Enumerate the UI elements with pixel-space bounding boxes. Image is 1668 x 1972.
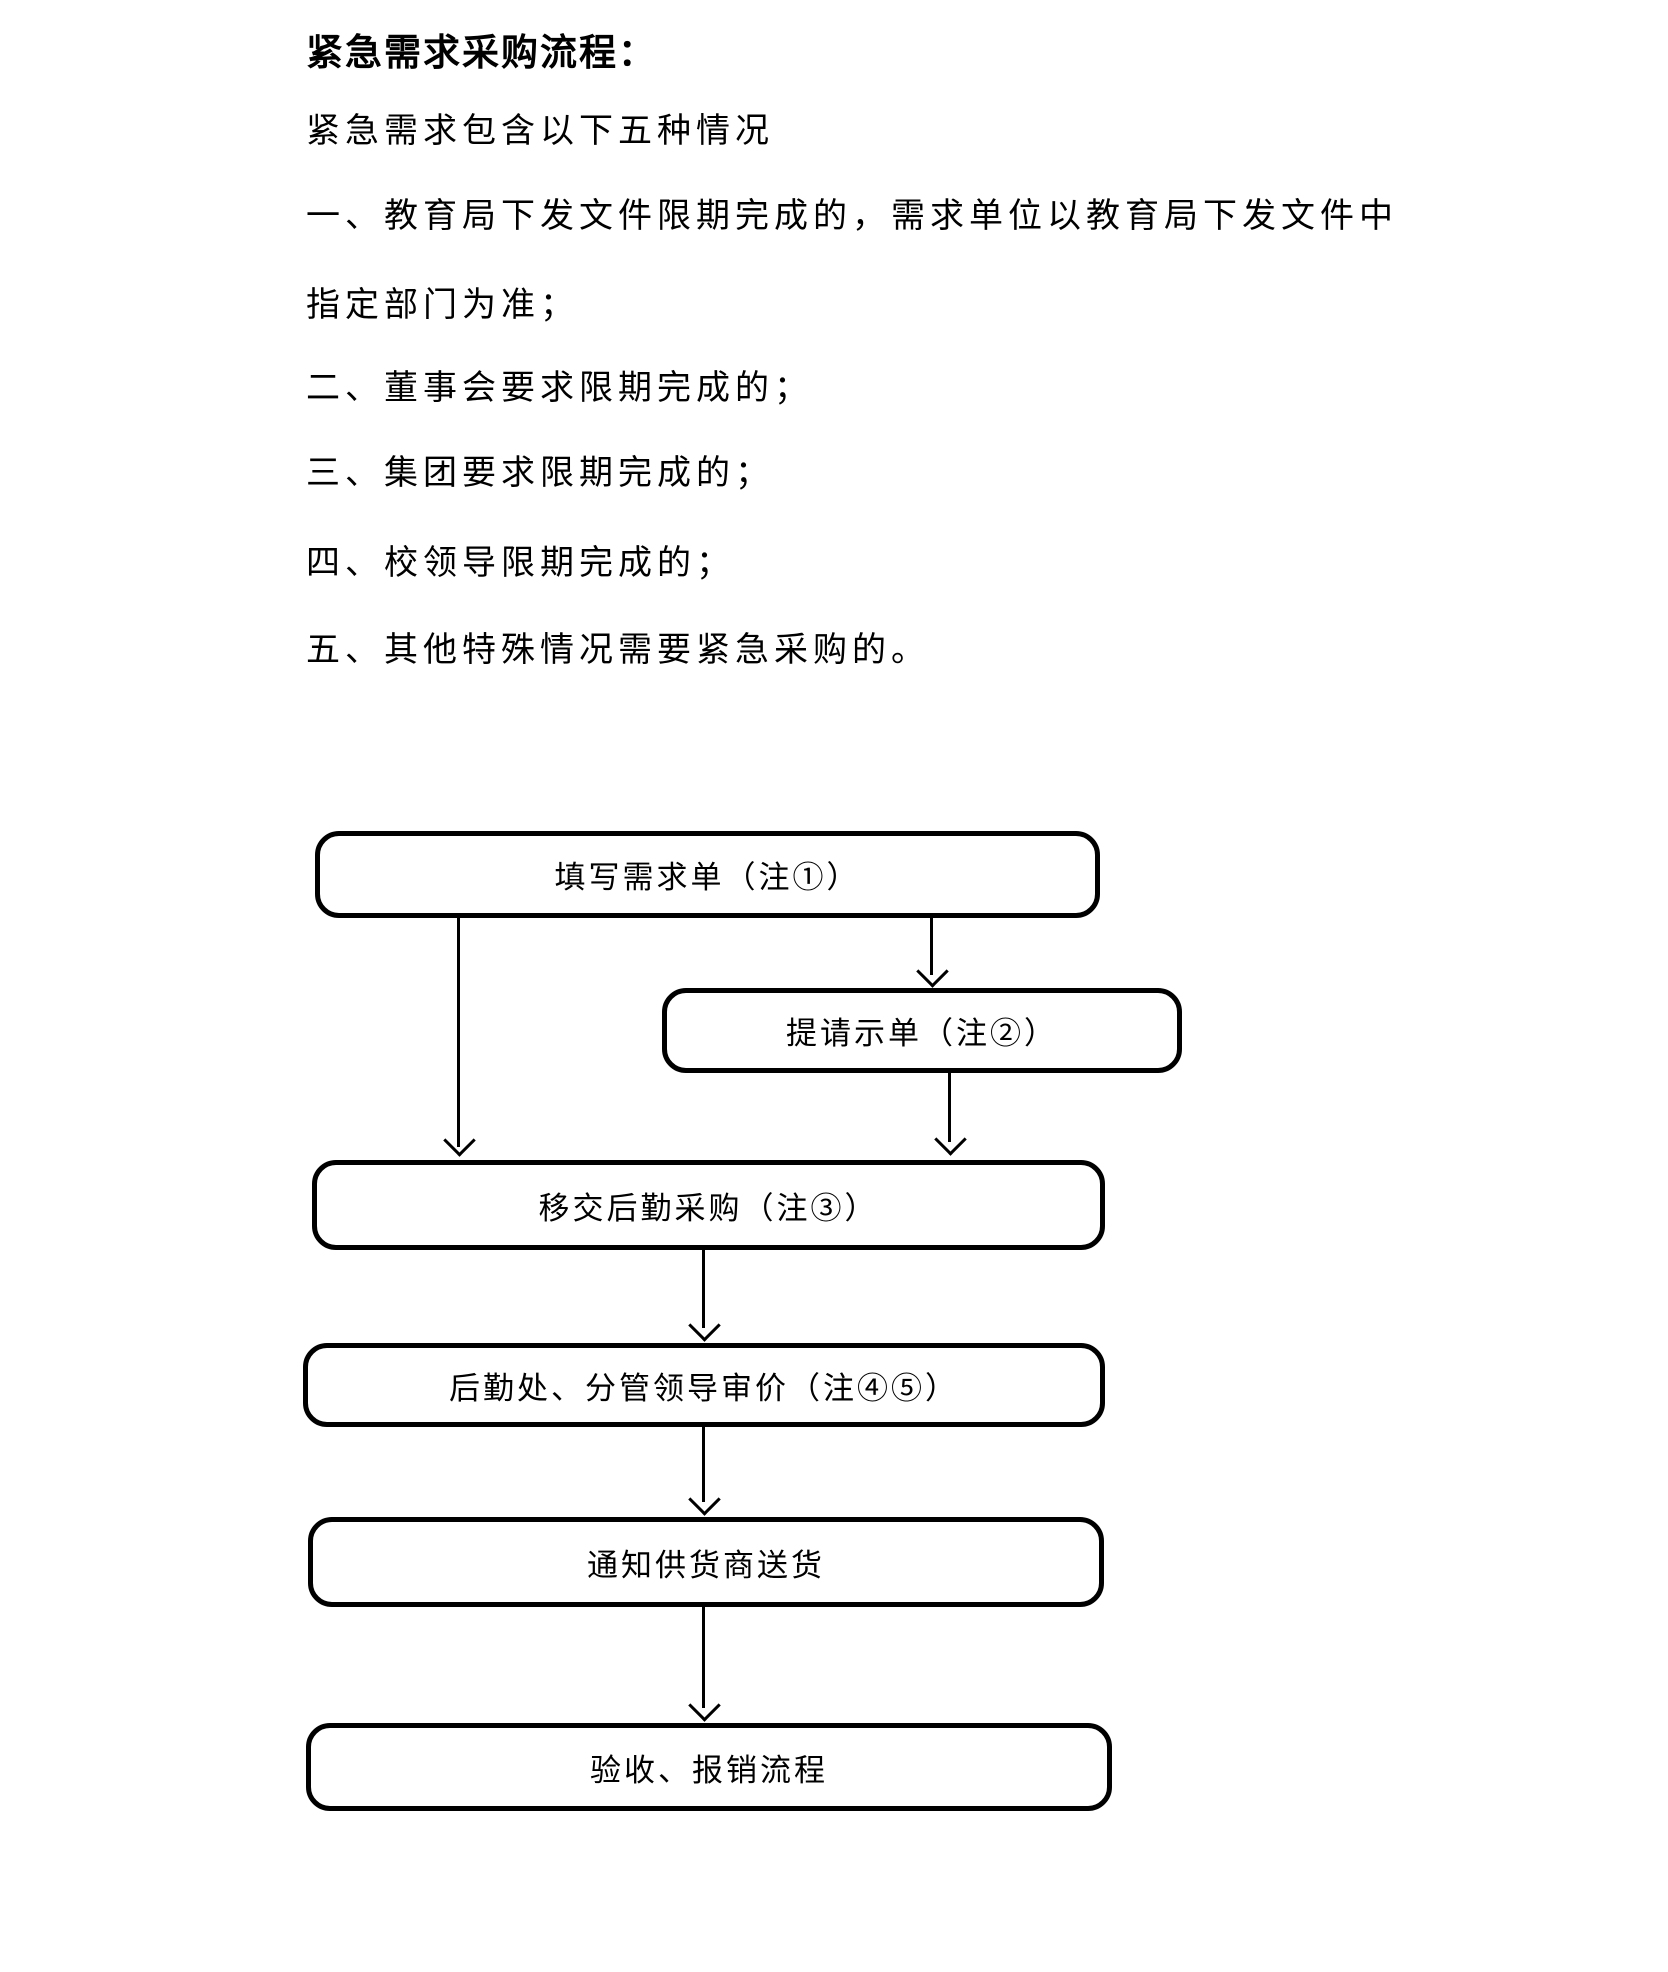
list-item-1-line-1: 一、教育局下发文件限期完成的，需求单位以教育局下发文件中 (306, 198, 1398, 235)
arrowhead-down-icon (688, 1689, 721, 1722)
flow-node-acceptance-reimbursement: 验收、报销流程 (306, 1723, 1112, 1811)
flow-node-label: 通知供货商送货 (587, 1547, 825, 1583)
connector-transfer-to-review (702, 1250, 705, 1328)
arrowhead-down-icon (688, 1309, 721, 1342)
list-item-3: 三、集团要求限期完成的； (306, 455, 774, 492)
page-title: 紧急需求采购流程： (306, 33, 657, 74)
connector-submit-to-transfer (948, 1073, 951, 1142)
flow-node-label: 验收、报销流程 (590, 1752, 828, 1788)
list-item-4: 四、校领导限期完成的； (306, 545, 735, 582)
flow-node-price-review: 后勤处、分管领导审价（注④⑤） (303, 1343, 1105, 1427)
flow-node-label: 提请示单（注②） (786, 1016, 1058, 1051)
list-item-5: 五、其他特殊情况需要紧急采购的。 (306, 632, 930, 669)
flow-node-transfer-logistics-purchase: 移交后勤采购（注③） (312, 1160, 1105, 1250)
arrowhead-down-icon (443, 1124, 476, 1157)
connector-notify-to-acceptance (702, 1607, 705, 1708)
arrowhead-down-icon (688, 1483, 721, 1516)
flow-node-submit-approval-form: 提请示单（注②） (662, 988, 1182, 1073)
flow-node-notify-supplier-delivery: 通知供货商送货 (308, 1517, 1104, 1607)
connector-fill-to-submit (930, 918, 933, 975)
list-item-1-line-2: 指定部门为准； (306, 287, 579, 324)
flow-node-label: 后勤处、分管领导审价（注④⑤） (449, 1370, 959, 1406)
flow-node-label: 填写需求单（注①） (554, 860, 861, 895)
arrowhead-down-icon (934, 1123, 967, 1156)
intro-text: 紧急需求包含以下五种情况 (306, 113, 774, 150)
connector-review-to-notify (702, 1427, 705, 1502)
flow-node-label: 移交后勤采购（注③） (538, 1190, 879, 1226)
connector-fill-to-transfer (457, 918, 460, 1147)
arrowhead-down-icon (916, 955, 949, 988)
flow-node-fill-request-form: 填写需求单（注①） (315, 831, 1100, 918)
list-item-2: 二、董事会要求限期完成的； (306, 370, 813, 407)
